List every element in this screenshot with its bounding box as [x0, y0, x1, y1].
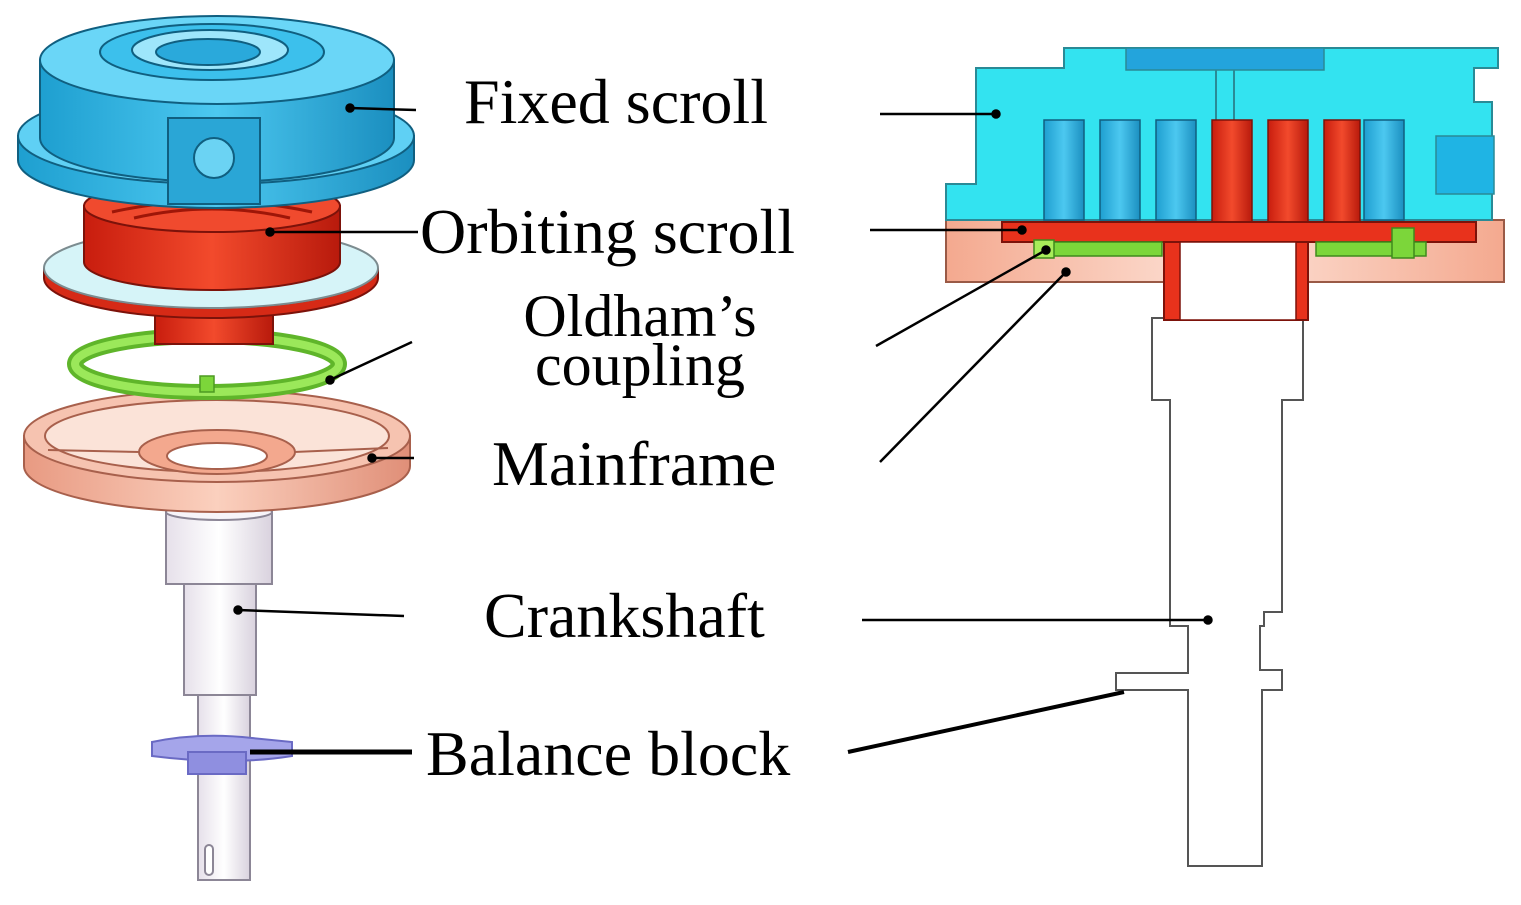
- label-mainframe: Mainframe: [492, 428, 777, 499]
- label-crankshaft: Crankshaft: [484, 580, 765, 651]
- orbiting-scroll-section: [1001, 221, 1477, 321]
- label-orbiting-scroll: Orbiting scroll: [420, 196, 796, 267]
- label-fixed-scroll: Fixed scroll: [464, 66, 768, 137]
- crankshaft-3d: [165, 503, 273, 881]
- oldham-coupling-section: [1033, 227, 1427, 259]
- scroll-wraps-section: [1043, 119, 1405, 223]
- crankshaft-section: [1115, 317, 1304, 867]
- label-oldham-coupling: Oldham’s coupling: [490, 283, 790, 399]
- label-oldham-line2: coupling: [535, 332, 745, 399]
- right-leader-lines: [847, 109, 1213, 754]
- label-balance-block: Balance block: [426, 718, 791, 789]
- balance-block-3d: [151, 734, 293, 775]
- fixed-scroll-3d: [17, 15, 415, 209]
- mainframe-3d: [23, 389, 411, 513]
- label-oldham-line1: Oldham’s: [523, 283, 757, 349]
- left-leader-lines: [233, 103, 418, 755]
